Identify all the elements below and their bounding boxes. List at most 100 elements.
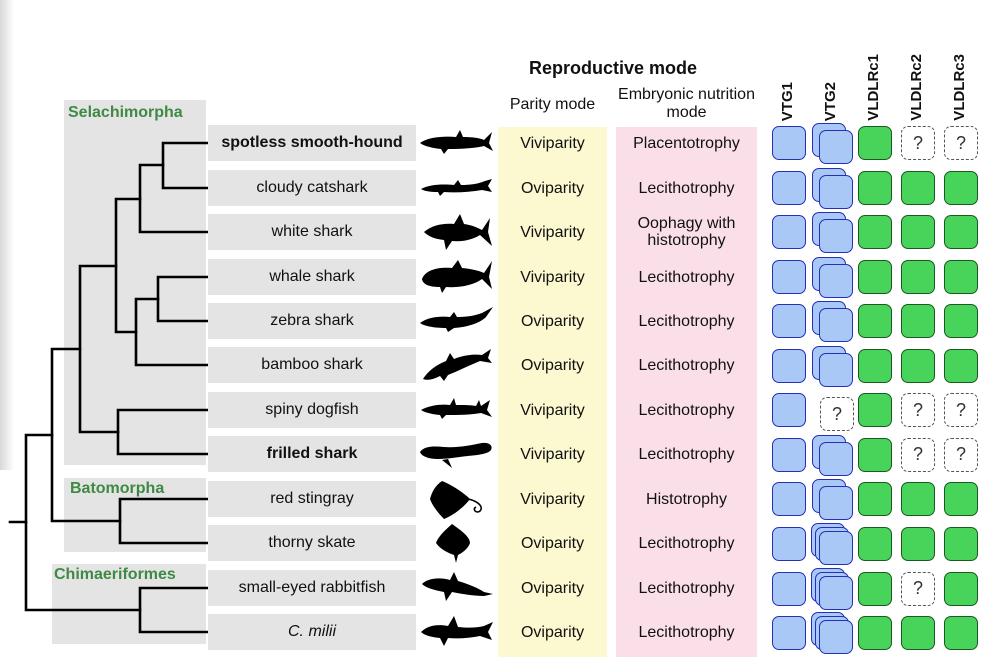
gene-vtg1-copy xyxy=(772,437,806,472)
parity-mode-cell: Oviparity xyxy=(520,579,585,597)
gene-vldlrc3-copy xyxy=(944,304,978,339)
spiny-dogfish-silhouette-icon xyxy=(421,398,492,419)
gene-vtg2-copy xyxy=(819,130,853,164)
parity-mode-cell: Viviparity xyxy=(520,134,585,152)
clade-label-batomorpha: Batomorpha xyxy=(70,480,165,497)
nutrition-mode-cell: Lecithotrophy xyxy=(638,623,735,641)
clade-label-selachimorpha: Selachimorpha xyxy=(68,104,183,121)
clade-box-batomorpha xyxy=(64,478,206,552)
nutrition-mode-cell: Histotrophy xyxy=(646,490,727,508)
gene-vtg1-copy xyxy=(772,616,806,651)
nutrition-mode-cell: Lecithotrophy xyxy=(638,401,735,419)
gene-vtg1-copy xyxy=(772,571,806,606)
gene-vldlrc2-copy xyxy=(901,348,935,383)
gene-vtg2-copy xyxy=(819,174,853,209)
gene-vldlrc2-unknown: ? xyxy=(901,393,935,428)
gene-vtg1-copy xyxy=(772,126,806,160)
reproductive-mode-title: Reproductive mode xyxy=(528,58,698,78)
gene-vtg2-copy xyxy=(819,575,853,610)
gene-vtg1-copy xyxy=(772,393,806,428)
nutrition-mode-cell: Lecithotrophy xyxy=(638,268,735,286)
gene-vldlrc1-copy xyxy=(858,526,892,561)
species-name: red stingray xyxy=(208,481,416,517)
gene-vldlrc2-copy xyxy=(901,482,935,517)
parity-mode-cell: Oviparity xyxy=(520,356,585,374)
gene-vldlrc3-copy xyxy=(944,526,978,561)
nutrition-mode-cell: Oophagy with histotrophy xyxy=(637,215,736,249)
clade-box-chimaeriformes xyxy=(52,564,206,644)
parity-mode-cell: Oviparity xyxy=(520,179,585,197)
gene-vtg1-copy xyxy=(772,526,806,561)
nutrition-mode-cell: Lecithotrophy xyxy=(638,445,735,463)
gene-vldlrc1-copy xyxy=(858,482,892,517)
parity-mode-cell: Viviparity xyxy=(520,401,585,419)
gene-vldlrc2-copy xyxy=(901,259,935,294)
parity-mode-cell: Viviparity xyxy=(520,223,585,241)
gene-vldlrc2-copy xyxy=(901,526,935,561)
gene-vldlrc2-copy xyxy=(901,304,935,339)
gene-vldlrc1-copy xyxy=(858,348,892,383)
gene-vldlrc3-copy xyxy=(944,571,978,606)
parity-mode-cell: Viviparity xyxy=(520,490,585,508)
gene-vldlrc2-copy xyxy=(901,170,935,205)
gene-vldlrc3-unknown: ? xyxy=(944,126,978,160)
nutrition-column-band xyxy=(616,127,757,657)
whale-shark-silhouette-icon xyxy=(422,260,492,293)
clade-label-chimaeriformes: Chimaeriformes xyxy=(54,566,176,583)
gene-vldlrc3-copy xyxy=(944,259,978,294)
gene-vldlrc3-copy xyxy=(944,170,978,205)
gene-vldlrc1-copy xyxy=(858,215,892,250)
gene-vtg2-copy xyxy=(819,219,853,254)
gene-vtg1-copy xyxy=(772,170,806,205)
gene-vtg1-copy xyxy=(772,348,806,383)
parity-column-band xyxy=(498,127,607,657)
catshark-silhouette-icon xyxy=(421,179,492,196)
parity-mode-header: Parity mode xyxy=(509,96,596,113)
zebra-shark-silhouette-icon xyxy=(420,307,493,332)
white-shark-silhouette-icon xyxy=(424,214,492,250)
species-name: bamboo shark xyxy=(208,347,416,383)
clade-box-selachimorpha xyxy=(64,100,206,465)
species-name: white shark xyxy=(208,214,416,250)
nutrition-mode-cell: Placentotrophy xyxy=(633,134,740,152)
gene-vldlrc1-copy xyxy=(858,393,892,428)
frilled-shark-silhouette-icon xyxy=(420,442,492,468)
gene-vtg2-copy xyxy=(819,263,853,298)
gene-vldlrc2-unknown: ? xyxy=(901,571,935,606)
gene-header-vldlrc1: VLDLRc1 xyxy=(865,54,882,121)
parity-mode-cell: Viviparity xyxy=(520,445,585,463)
window-edge-shadow xyxy=(0,0,14,470)
gene-vldlrc1-copy xyxy=(858,616,892,651)
gene-vtg2-copy xyxy=(819,530,853,565)
gene-vldlrc2-unknown: ? xyxy=(901,126,935,160)
rabbitfish-silhouette-icon xyxy=(422,572,493,601)
gene-vldlrc3-copy xyxy=(944,616,978,651)
species-name: spiny dogfish xyxy=(208,392,416,428)
gene-vldlrc1-copy xyxy=(858,126,892,160)
bamboo-shark-silhouette-icon xyxy=(423,349,492,381)
gene-vtg2-copy xyxy=(819,620,853,655)
nutrition-mode-cell: Lecithotrophy xyxy=(638,356,735,374)
gene-vtg2-copy xyxy=(819,352,853,387)
gene-vldlrc1-copy xyxy=(858,259,892,294)
gene-header-vldlrc3: VLDLRc3 xyxy=(951,54,968,121)
gene-vtg1-copy xyxy=(772,304,806,339)
gene-vtg2-copy xyxy=(819,486,853,521)
nutrition-mode-cell: Lecithotrophy xyxy=(638,312,735,330)
gene-header-vldlrc2: VLDLRc2 xyxy=(908,54,925,121)
gene-vtg1-copy xyxy=(772,259,806,294)
species-name: whale shark xyxy=(208,259,416,295)
gene-header-vtg2: VTG2 xyxy=(822,81,839,121)
species-name: thorny skate xyxy=(208,525,416,561)
gene-vtg1-copy xyxy=(772,482,806,517)
thorny-skate-silhouette-icon xyxy=(436,524,470,563)
nutrition-mode-header: Embryonic nutrition mode xyxy=(618,86,755,121)
gene-vldlrc3-copy xyxy=(944,215,978,250)
gene-vldlrc2-unknown: ? xyxy=(901,437,935,472)
parity-mode-cell: Viviparity xyxy=(520,268,585,286)
gene-header-vtg1: VTG1 xyxy=(779,81,796,121)
gene-vldlrc3-unknown: ? xyxy=(944,393,978,428)
species-name: small-eyed rabbitfish xyxy=(208,570,416,606)
species-name: spotless smooth-hound xyxy=(208,125,416,161)
species-name: zebra shark xyxy=(208,303,416,339)
